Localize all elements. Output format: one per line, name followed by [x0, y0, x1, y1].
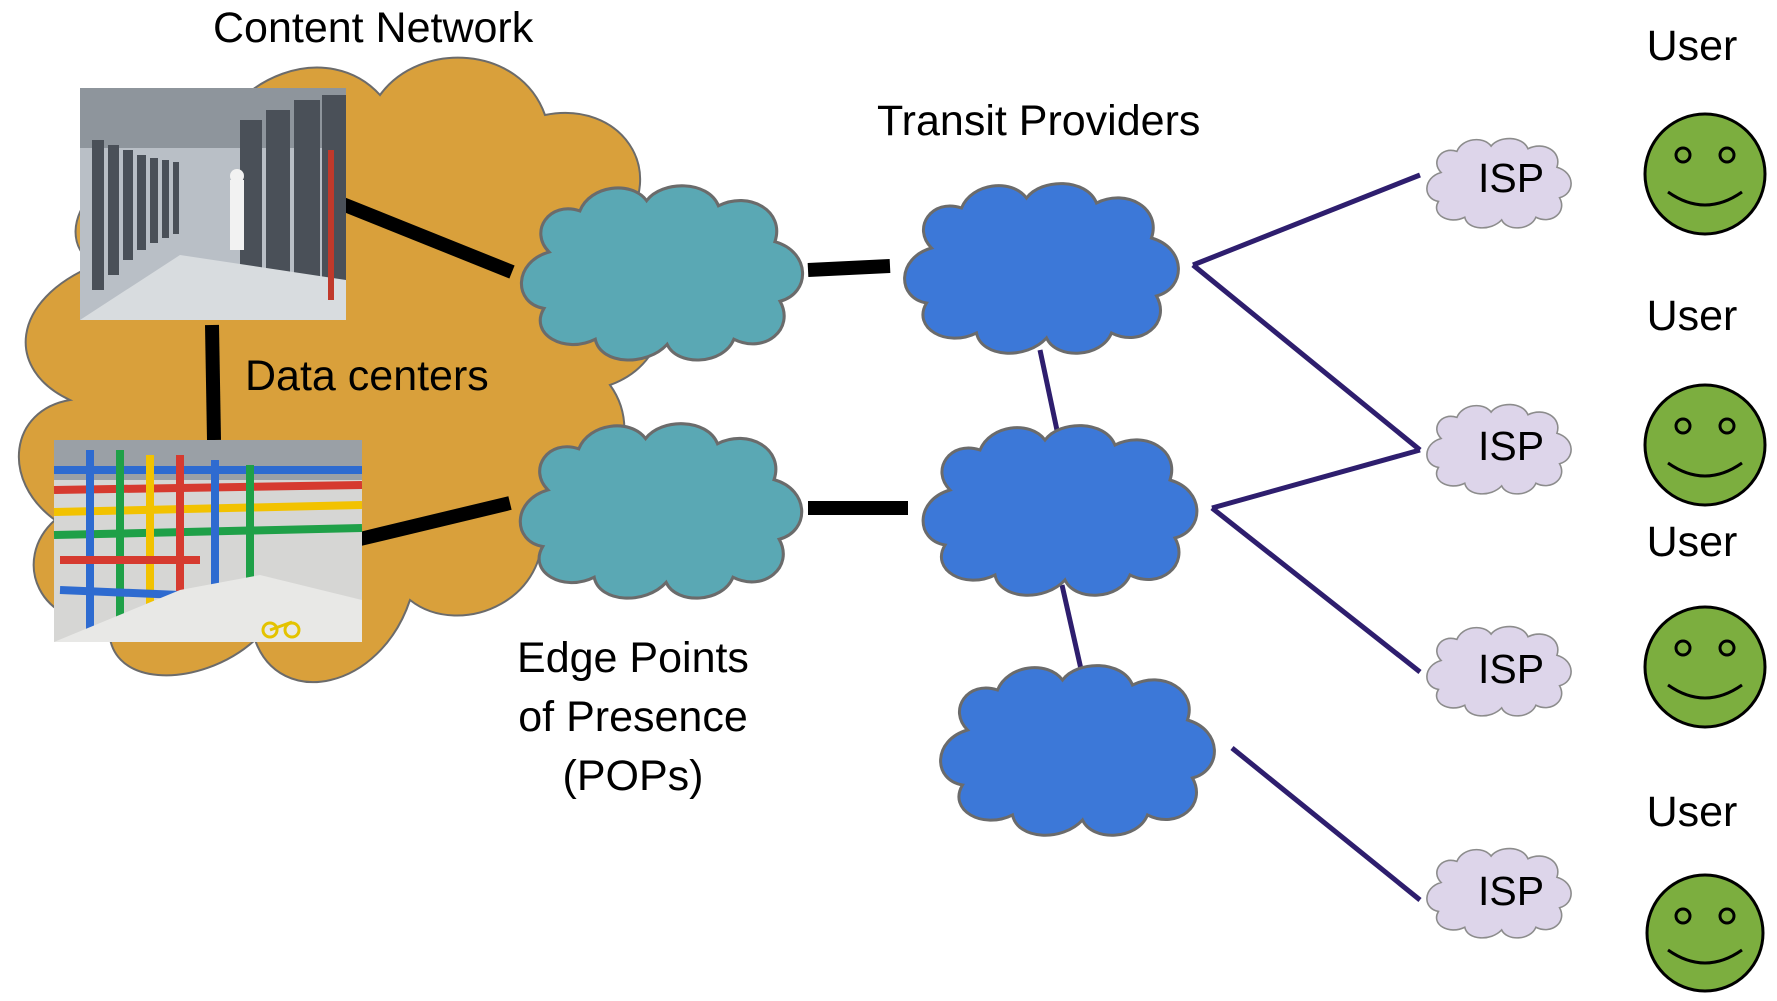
- purple-links: [1037, 172, 1422, 902]
- link-dc-top-to-dc-bottom: [205, 324, 221, 441]
- datacenter-photo-bottom: [53, 440, 363, 642]
- isp-label-1: ISP: [1478, 155, 1544, 201]
- edge-pops-label-line3: (POPs): [563, 752, 704, 800]
- user-label-1: User: [1647, 22, 1738, 70]
- link-dc-bottom-to-pop-bottom: [354, 496, 512, 547]
- link-transit-top-to-transit-mid: [1037, 349, 1061, 436]
- smiley-face-icon: [1643, 112, 1767, 236]
- edge-pops-label-line2: of Presence: [518, 693, 747, 741]
- pop-cloud-bottom: [518, 422, 804, 600]
- isp-cloud-1: ISP: [1426, 137, 1572, 229]
- link-dc-top-to-pop-top: [337, 196, 515, 279]
- users: User User User: [1643, 22, 1767, 993]
- user-2: User: [1643, 292, 1767, 507]
- user-label-4: User: [1647, 788, 1738, 836]
- smiley-face-icon: [1643, 383, 1767, 507]
- transit-clouds: [903, 181, 1216, 837]
- link-transit-mid-to-isp3: [1210, 506, 1422, 674]
- content-network-label: Content Network: [213, 4, 534, 52]
- user-4: User: [1645, 788, 1765, 993]
- isp-label-2: ISP: [1478, 423, 1544, 469]
- link-transit-top-to-isp2: [1191, 263, 1422, 452]
- pop-cloud-top: [519, 184, 805, 362]
- isp-cloud-2: ISP: [1426, 403, 1572, 495]
- smiley-face-icon: [1645, 873, 1765, 993]
- edge-pops-label-line1: Edge Points: [517, 634, 749, 682]
- link-transit-bottom-to-isp4: [1230, 746, 1422, 902]
- text-labels: Content Network Transit Providers Data c…: [213, 4, 1200, 800]
- link-transit-mid-to-transit-bottom: [1059, 584, 1086, 679]
- transit-providers-label: Transit Providers: [877, 97, 1200, 145]
- smiley-face-icon: [1643, 605, 1767, 729]
- link-pop-top-to-transit-top: [807, 259, 891, 277]
- isp-clouds: ISP ISP ISP ISP: [1426, 137, 1572, 939]
- user-label-2: User: [1647, 292, 1738, 340]
- isp-cloud-3: ISP: [1426, 625, 1572, 717]
- isp-label-3: ISP: [1478, 646, 1544, 692]
- black-links: [205, 196, 908, 547]
- transit-cloud-top: [903, 181, 1180, 355]
- datacenter-photo-top: [80, 88, 346, 320]
- user-3: User: [1643, 518, 1767, 729]
- isp-label-4: ISP: [1478, 868, 1544, 914]
- transit-cloud-bottom: [939, 663, 1216, 837]
- data-centers-label: Data centers: [245, 352, 489, 400]
- transit-cloud-middle: [921, 424, 1199, 597]
- isp-cloud-4: ISP: [1426, 847, 1572, 939]
- user-1: User: [1643, 22, 1767, 236]
- link-transit-top-to-isp1: [1192, 172, 1421, 268]
- link-transit-mid-to-isp2: [1211, 447, 1421, 511]
- user-label-3: User: [1647, 518, 1738, 566]
